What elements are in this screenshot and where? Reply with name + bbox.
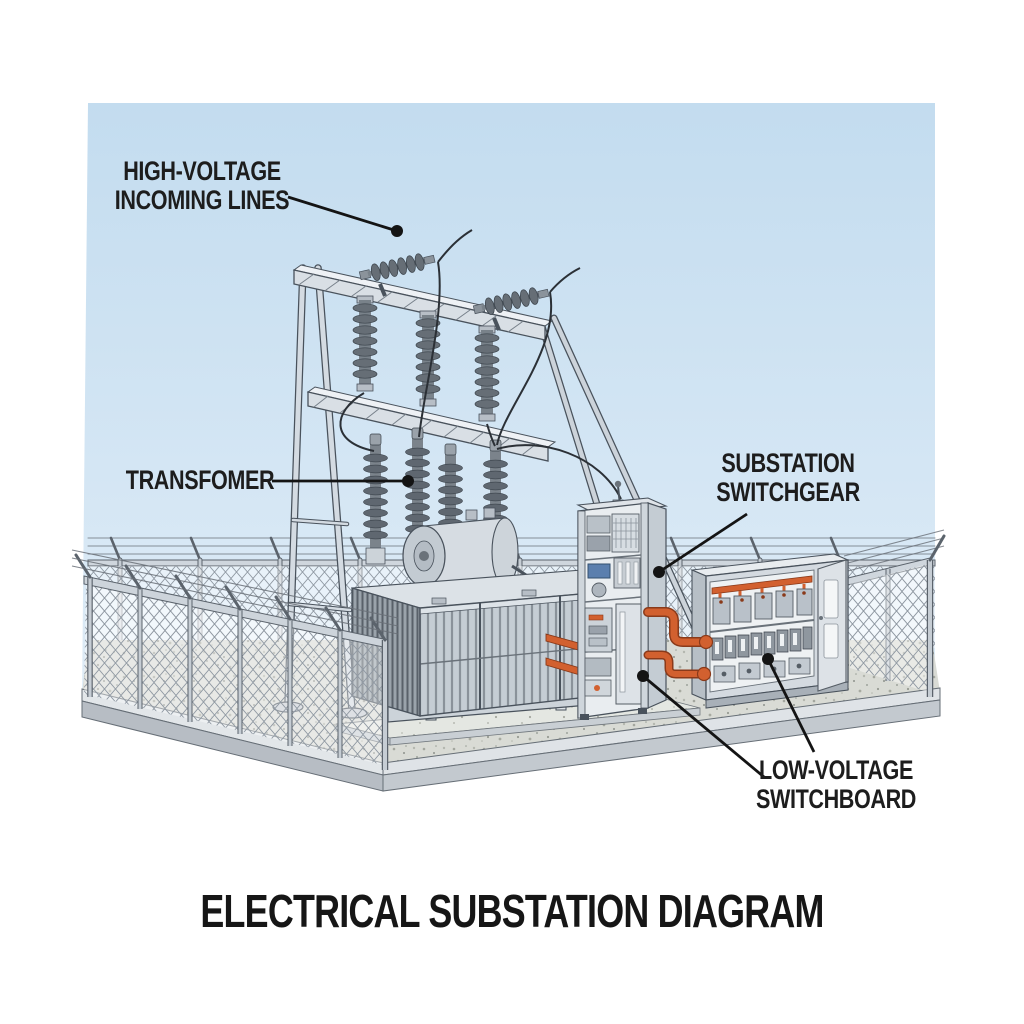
label-transformer: TRANSFOMER — [96, 466, 304, 495]
right-corner-post — [926, 534, 946, 697]
switchboard-cabinet — [690, 553, 850, 709]
leader-switchgear — [658, 512, 748, 574]
label-line: HIGH-VOLTAGE — [123, 156, 281, 186]
leader-lines — [272, 195, 816, 779]
leader-incoming-lines — [287, 195, 398, 233]
front-left-fence — [71, 549, 399, 770]
conductor-wires — [339, 229, 622, 500]
switchgear-cabinet — [576, 480, 669, 720]
leader-switchboard-a — [642, 674, 765, 779]
label-line: SUBSTATION — [721, 448, 855, 478]
label-line: TRANSFOMER — [125, 465, 275, 495]
label-line: LOW-VOLTAGE — [759, 755, 913, 785]
diagram-title: ELECTRICAL SUBSTATION DIAGRAM — [200, 885, 824, 937]
label-line: SWITCHGEAR — [716, 476, 860, 507]
right-fence — [843, 529, 945, 692]
label-line: SWITCHBOARD — [756, 783, 916, 814]
label-substation-switchgear: SUBSTATION SWITCHGEAR — [684, 449, 892, 506]
label-line: INCOMING LINES — [114, 184, 290, 215]
orange-conduits — [643, 607, 714, 682]
label-low-voltage-switchboard: LOW-VOLTAGE SWITCHBOARD — [732, 756, 940, 813]
strain-insulators — [358, 253, 550, 331]
leader-switchboard-b — [766, 658, 816, 753]
label-high-voltage-incoming-lines: HIGH-VOLTAGE INCOMING LINES — [98, 157, 306, 214]
